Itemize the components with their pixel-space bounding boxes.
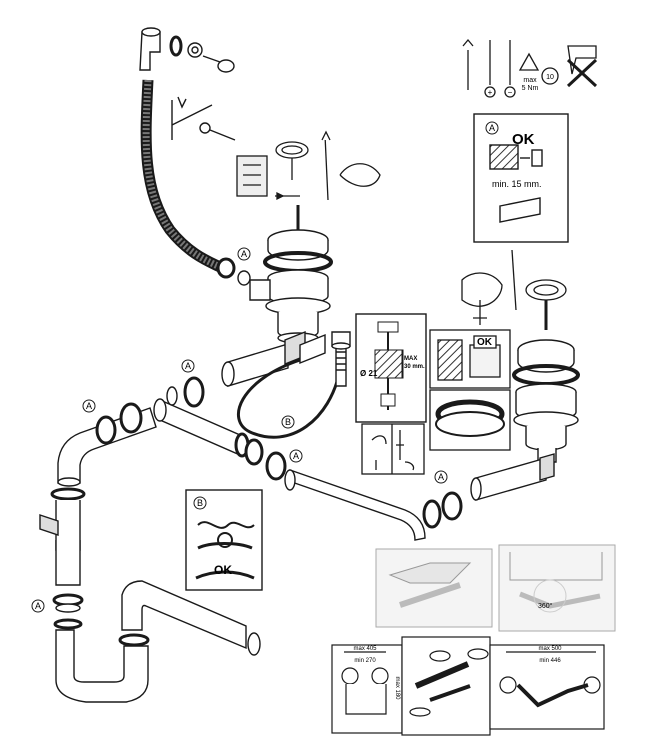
callout-a-upper: A — [185, 361, 191, 371]
dim-right-bottom: min 446 — [539, 658, 561, 664]
left-trap-assembly — [39, 402, 261, 703]
drain-max-label: MAX — [404, 356, 417, 362]
lower-connecting-pipe — [284, 469, 463, 541]
rotation-text: 360° — [538, 602, 553, 610]
inset-a-text: A OK min. 15 mm. — [485, 121, 542, 189]
drain-depth-inset — [355, 313, 427, 423]
dimension-inset-right — [489, 644, 605, 730]
drain-diameter-label: Ø 21 — [360, 369, 378, 378]
undersink-preview-1 — [375, 548, 493, 628]
upper-connecting-pipe — [153, 376, 287, 481]
callout-a-right: A — [438, 472, 444, 482]
callout-b-cable: B — [285, 417, 291, 427]
callout-a-middle: A — [293, 451, 299, 461]
overflow-hose — [140, 79, 225, 273]
plus-sign-label: + — [488, 88, 493, 97]
dim-left-top: max 405 — [353, 646, 377, 652]
strainer-ok-inset — [429, 329, 511, 389]
callout-a-trap: A — [35, 601, 41, 611]
torque-value-label: 5 Nm — [522, 85, 539, 92]
upper-strainer-assembly — [263, 205, 333, 344]
dimension-inset-center — [401, 636, 491, 736]
inset-a-letter: A — [489, 123, 495, 133]
dimension-text: max 405 min 270 max 180 max 500 min 446 — [353, 646, 562, 700]
strainer-outlet-pipe — [221, 330, 326, 387]
right-strainer-hand — [461, 249, 567, 330]
callout-a-overflow: A — [241, 249, 247, 259]
popup-control — [331, 331, 351, 387]
callout-a-left: A — [86, 401, 92, 411]
drain-depth-text: MAX 30 mm. Ø 21 — [360, 356, 425, 378]
dimension-inset-left — [331, 644, 403, 734]
undersink-preview-2 — [498, 544, 616, 632]
right-outlet-pipe — [470, 453, 555, 501]
overflow-bracket — [171, 96, 236, 141]
overflow-elbow — [139, 27, 235, 73]
tools-panel-text: max 5 Nm 10 + − — [488, 74, 554, 97]
strainer-ok-label: OK — [477, 337, 493, 348]
overflow-connector — [216, 257, 271, 301]
inset-b-text: B OK — [193, 496, 232, 577]
tools-panel — [462, 38, 598, 98]
torque-max-label: max — [523, 77, 537, 84]
strainer-detail-top — [236, 130, 381, 201]
strainer-ok-text: OK — [477, 337, 493, 348]
remote-cable — [237, 358, 342, 439]
drain-max-value: 30 mm. — [404, 364, 425, 370]
callouts: A A A A A A B — [31, 247, 448, 613]
minus-sign-label: − — [508, 88, 513, 97]
install-lever-inset — [361, 423, 425, 475]
gasket-rings — [429, 389, 511, 451]
inset-b-ok: OK — [214, 563, 232, 577]
dim-right-top: max 500 — [538, 646, 562, 652]
rotation-angle-label: 360° — [538, 602, 553, 610]
inset-a-min-label: min. 15 mm. — [492, 179, 542, 189]
dim-left-vertical: max 180 — [394, 676, 400, 700]
inset-b-letter: B — [197, 498, 203, 508]
inset-a-ok: OK — [512, 131, 535, 148]
inset-a-box — [473, 113, 569, 243]
right-strainer-body — [512, 339, 580, 463]
torque-badge-label: 10 — [546, 74, 554, 81]
dim-left-bottom: min 270 — [354, 658, 376, 664]
